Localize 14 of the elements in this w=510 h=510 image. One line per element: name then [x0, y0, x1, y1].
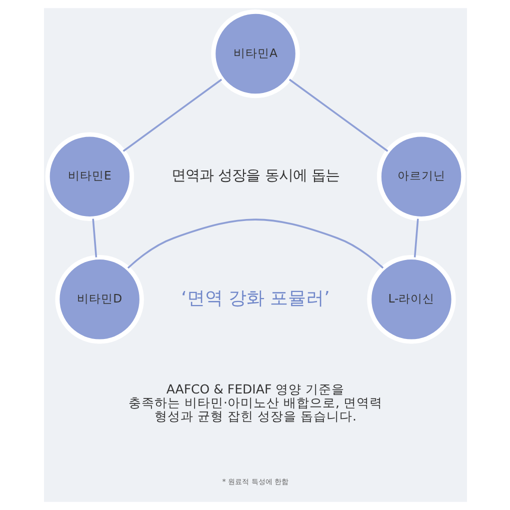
node-circle: 비타민D [54, 255, 144, 344]
node-circle: 비타민A [210, 9, 300, 98]
connector [122, 78, 222, 152]
connector [92, 218, 97, 258]
label: * 원료적 특성에 한함 [222, 476, 288, 486]
connector [126, 218, 384, 269]
label: AAFCO & FEDIAF 영양 기준을 충족하는 비타민·아미노산 배합으로, 면역력 형성과 균형 잡힌 성장을 돕습니다. [128, 382, 382, 424]
label: ‘면역 강화 포뮬러’ [180, 288, 330, 309]
connector [413, 218, 418, 258]
node-circle: 아르기닌 [376, 132, 466, 221]
node-circle: 비타민E [44, 132, 134, 221]
node-circle: L-라이신 [366, 255, 456, 344]
connector [288, 78, 388, 152]
label: 면역과 성장을 동시에 돕는 [171, 168, 339, 184]
